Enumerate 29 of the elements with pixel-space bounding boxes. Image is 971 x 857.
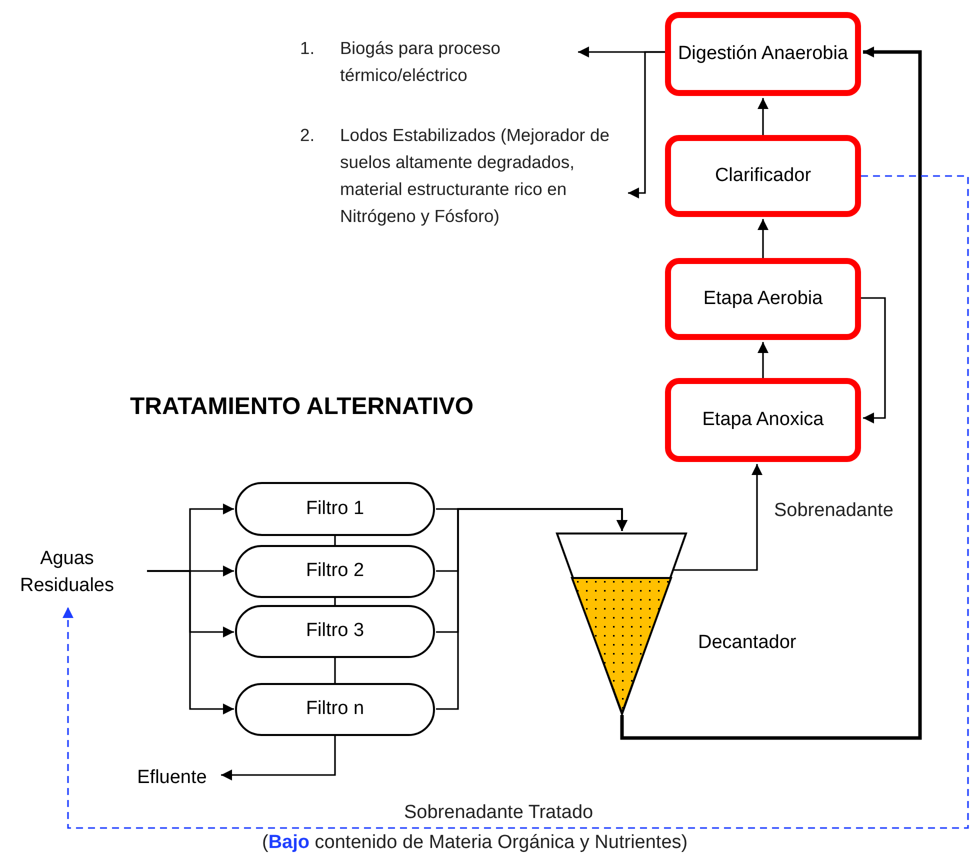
flow-arrow [221,736,336,780]
flow-arrow [628,51,665,198]
flow-arrow [758,342,768,378]
filter-unit: Filtro 1 [235,482,435,536]
tank-caption: Decantador [698,631,796,655]
process-box: Clarificador [665,135,861,217]
process-box: Etapa Aerobia [665,258,861,340]
process-box: Digestión Anaerobia [665,12,861,96]
diagram-title: TRATAMIENTO ALTERNATIVO [130,392,474,422]
dashed-arrow [62,175,969,829]
flow-arrow [436,508,628,710]
flow-arrow [620,46,922,740]
filter-unit: Filtro n [235,683,435,736]
list-number: 1. [300,37,316,60]
flow-text: Efluente [137,766,207,790]
filter-unit: Filtro 3 [235,605,435,658]
output-text: Lodos Estabilizados (Mejorador de suelos altamente degradados, material estructurante rico en Nitrógeno y Fósforo) [340,124,610,228]
output-text: Biogás para proceso térmico/eléctrico [340,37,502,88]
process-box: Etapa Anoxica [665,378,861,462]
note-text: (Bajo contenido de Materia Orgánica y Nutrientes) [262,831,688,855]
flow-arrow [674,464,762,571]
settling-cone [555,532,688,715]
flow-arrow [147,570,234,714]
flow-arrow [758,98,768,135]
flow-arrow [861,297,886,424]
list-number: 2. [300,124,316,147]
flow-arrow [758,219,768,258]
flow-text: Aguas Residuales [19,547,115,598]
filter-unit: Filtro 2 [235,545,435,598]
